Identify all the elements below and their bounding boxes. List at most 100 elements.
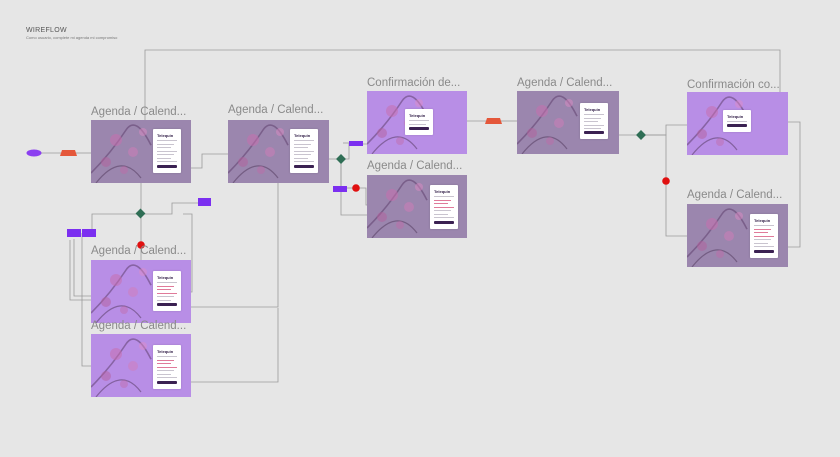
card-text-line [754, 242, 768, 244]
card-text-line [409, 123, 426, 125]
card-text-line [157, 373, 171, 375]
frame-title: Agenda / Calend... [687, 189, 783, 201]
card-logo: Telequin [434, 189, 451, 194]
login-card: Telequin [580, 103, 608, 139]
card-text-line [434, 206, 454, 208]
card-text-line [434, 217, 454, 218]
note-node[interactable] [333, 186, 347, 192]
orchid-decoration [367, 179, 428, 238]
login-card: Telequin [750, 214, 778, 258]
card-text-line [157, 296, 174, 297]
decision-node[interactable] [336, 154, 346, 164]
card-text-line [754, 239, 771, 240]
frame-title: Agenda / Calend... [367, 160, 463, 172]
login-card: Telequin [723, 110, 751, 132]
frame-title: Agenda / Calend... [517, 77, 613, 89]
note-node[interactable] [82, 229, 96, 237]
login-card: Telequin [153, 271, 181, 311]
card-button[interactable] [727, 124, 747, 127]
card-button[interactable] [409, 127, 429, 130]
card-logo: Telequin [294, 133, 311, 138]
orchid-decoration [517, 95, 578, 154]
card-text-line [157, 161, 177, 162]
card-text-line [157, 299, 171, 301]
card-logo: Telequin [584, 107, 601, 112]
card-text-line [157, 140, 177, 141]
card-button[interactable] [584, 131, 604, 134]
start-node[interactable] [26, 149, 42, 157]
card-text-line [157, 150, 177, 152]
card-text-line [294, 154, 311, 155]
login-card: Telequin [405, 109, 433, 135]
screen-frame[interactable]: Telequin [517, 91, 619, 154]
card-text-line [434, 196, 454, 197]
login-card: Telequin [153, 129, 181, 173]
action-node[interactable] [485, 118, 502, 124]
login-card: Telequin [153, 345, 181, 389]
screen-frame[interactable]: Telequin [91, 120, 191, 183]
flow-nodes [26, 118, 670, 249]
card-text-line [584, 124, 604, 126]
screen-frame[interactable]: Telequin [367, 175, 467, 238]
action-node[interactable] [60, 150, 77, 156]
screen-frame[interactable]: Telequin [687, 204, 788, 267]
card-text-line [727, 121, 747, 122]
frame-title: Agenda / Calend... [91, 245, 187, 257]
screen-frame[interactable]: Telequin [687, 92, 788, 155]
card-text-line [157, 356, 177, 357]
card-text-line [434, 203, 448, 204]
frame-title: Agenda / Calend... [228, 104, 324, 116]
card-logo: Telequin [157, 349, 174, 354]
card-text-line [294, 147, 308, 148]
card-text-line [157, 154, 174, 155]
frame-title: Agenda / Calend... [91, 320, 187, 332]
error-node[interactable] [352, 184, 360, 192]
card-logo: Telequin [157, 133, 174, 138]
card-logo: Telequin [754, 218, 771, 223]
card-text-line [754, 232, 768, 233]
screen-frame[interactable]: Telequin [91, 334, 191, 397]
error-node[interactable] [137, 241, 145, 249]
card-text-line [157, 366, 177, 368]
card-text-line [157, 363, 171, 364]
card-text-line [157, 370, 174, 371]
note-node[interactable] [67, 229, 81, 237]
card-button[interactable] [754, 250, 774, 253]
screen-frame[interactable]: Telequin [91, 260, 191, 323]
frame-title: Agenda / Calend... [91, 106, 187, 118]
error-node[interactable] [662, 177, 670, 185]
card-text-line [434, 213, 448, 215]
card-text-line [754, 235, 774, 237]
card-button[interactable] [157, 165, 177, 168]
orchid-decoration [91, 124, 152, 183]
decision-node[interactable] [636, 130, 646, 140]
card-button[interactable] [294, 165, 314, 168]
decision-node[interactable] [135, 208, 146, 219]
screen-frame[interactable]: Telequin [228, 120, 329, 183]
card-text-line [294, 140, 314, 141]
wireflow-subtitle: Como usuario, complete mi agenda mi comp… [26, 35, 118, 40]
frame-title: Confirmación co... [687, 79, 780, 91]
wireflow-title: WIREFLOW [26, 27, 67, 34]
orchid-decoration [91, 338, 152, 397]
card-text-line [157, 147, 171, 148]
card-text-line [157, 157, 171, 159]
note-node[interactable] [349, 141, 363, 146]
orchid-decoration [687, 208, 748, 267]
card-text-line [157, 143, 174, 145]
card-button[interactable] [157, 303, 177, 306]
login-card: Telequin [290, 129, 318, 173]
card-text-line [754, 225, 774, 226]
frame-title: Confirmación de... [367, 77, 461, 89]
note-node[interactable] [198, 198, 211, 206]
card-text-line [434, 199, 451, 201]
card-text-line [584, 114, 604, 115]
card-button[interactable] [157, 381, 177, 384]
card-text-line [584, 121, 598, 122]
card-button[interactable] [434, 221, 454, 224]
card-text-line [434, 210, 451, 211]
screen-frame[interactable]: Telequin [367, 91, 467, 154]
card-logo: Telequin [409, 113, 426, 118]
card-text-line [157, 282, 177, 283]
card-text-line [157, 289, 171, 290]
